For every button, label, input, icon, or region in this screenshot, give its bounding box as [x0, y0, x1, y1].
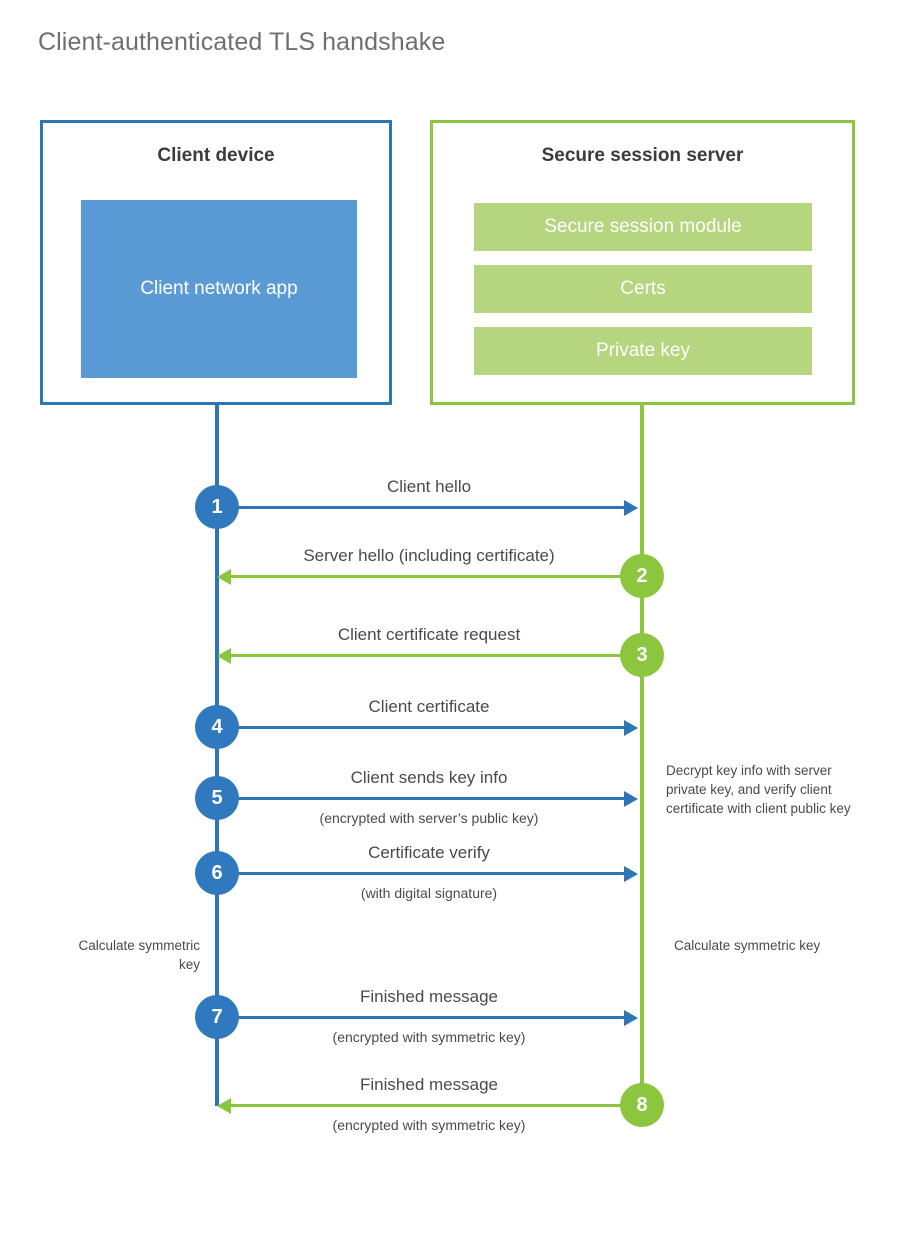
client-lifeline — [215, 403, 219, 1106]
message-label-8: Finished message — [360, 1075, 498, 1094]
server-component-private-key: Private key — [474, 327, 812, 375]
arrow-head-left-icon — [217, 1098, 231, 1114]
arrow-head-right-icon — [624, 720, 638, 736]
server-lifeline — [640, 403, 644, 1106]
message-label-7: Finished message — [360, 987, 498, 1006]
message-arrow-4 — [217, 726, 624, 729]
note-calculate-symmetric-key-server: Calculate symmetric key — [674, 938, 821, 953]
message-arrow-2 — [231, 575, 640, 578]
arrow-head-left-icon — [217, 569, 231, 585]
message-arrow-3 — [231, 654, 640, 657]
secure-session-server-title: Secure session server — [541, 145, 744, 166]
arrow-head-right-icon — [624, 500, 638, 516]
message-arrow-8 — [231, 1104, 640, 1107]
arrow-head-right-icon — [624, 866, 638, 882]
step-circle-5: 5 — [195, 776, 239, 820]
step-circle-1: 1 — [195, 485, 239, 529]
message-label-2: Server hello (including certificate) — [303, 546, 555, 565]
message-sublabel-8: (encrypted with symmetric key) — [332, 1117, 526, 1133]
message-arrow-6 — [217, 872, 624, 875]
client-device-box: Client device Client network app — [40, 120, 392, 405]
arrow-head-right-icon — [624, 1010, 638, 1026]
message-sublabel-5: (encrypted with server’s public key) — [319, 810, 539, 826]
message-arrow-1 — [217, 506, 624, 509]
step-circle-4: 4 — [195, 705, 239, 749]
message-arrow-5 — [217, 797, 624, 800]
message-arrow-7 — [217, 1016, 624, 1019]
page-title: Client-authenticated TLS handshake — [38, 28, 446, 56]
server-component-secure-session-module: Secure session module — [474, 203, 812, 251]
client-device-title: Client device — [157, 145, 275, 166]
note-calculate-symmetric-key-client: Calculate symmetric key — [78, 938, 200, 973]
message-sublabel-6: (with digital signature) — [360, 885, 498, 901]
client-network-app-node: Client network app — [81, 200, 357, 378]
server-component-certs: Certs — [474, 265, 812, 313]
message-label-4: Client certificate — [368, 697, 490, 716]
secure-session-server-box: Secure session server Secure session mod… — [430, 120, 855, 405]
step-circle-7: 7 — [195, 995, 239, 1039]
message-sublabel-7: (encrypted with symmetric key) — [332, 1029, 526, 1045]
step-circle-2: 2 — [620, 554, 664, 598]
message-label-1: Client hello — [386, 477, 472, 496]
step-circle-8: 8 — [620, 1083, 664, 1127]
note-decrypt-key-info: Decrypt key info with server private key… — [666, 763, 851, 817]
message-label-5: Client sends key info — [350, 768, 508, 787]
step-circle-6: 6 — [195, 851, 239, 895]
arrow-head-left-icon — [217, 648, 231, 664]
message-label-3: Client certificate request — [337, 625, 521, 644]
arrow-head-right-icon — [624, 791, 638, 807]
step-circle-3: 3 — [620, 633, 664, 677]
message-label-6: Certificate verify — [368, 843, 490, 862]
